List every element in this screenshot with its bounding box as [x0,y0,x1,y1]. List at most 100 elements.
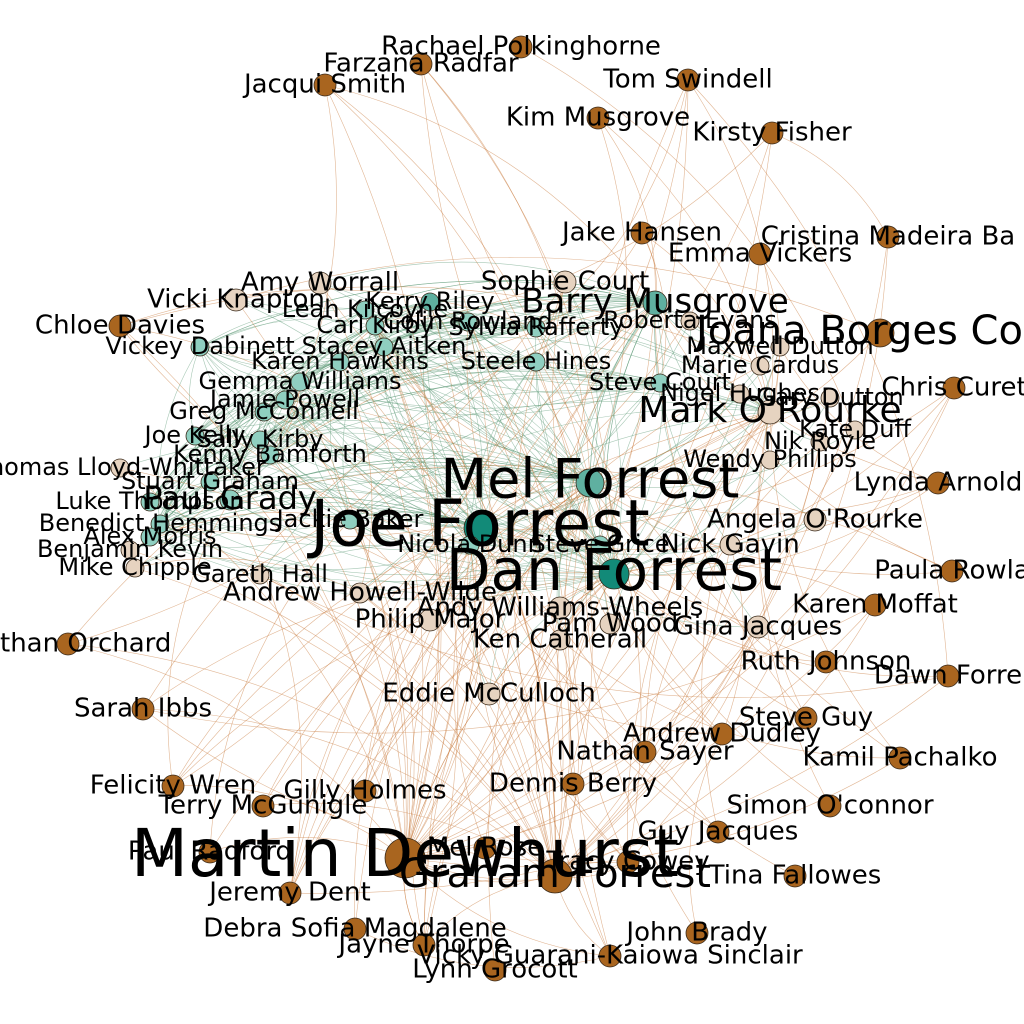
edge-271 [284,399,615,575]
edge-394 [364,573,615,792]
edge-429 [423,482,591,946]
edge-330 [129,506,481,551]
node-luke-thompson [140,492,160,512]
node-label-joe-kelly: Joe Kelly [142,421,245,449]
node-label-greg-mcconnell: Greg McConnell [169,397,358,425]
node-ruth-johnson [814,650,838,674]
edge-76 [199,346,385,364]
node-label-philip-major: Philip Major [355,605,506,635]
node-label-gina-jacques: Gina Jacques [674,612,842,642]
node-label-kamil-pachalko: Kamil Pachalko [803,743,998,773]
edge-464 [374,325,459,946]
edge-191 [420,63,591,484]
edge-212 [319,282,424,859]
edge-21 [259,302,656,441]
node-label-dennis-berry: Dennis Berry [489,769,657,799]
edge-255 [654,302,781,348]
edge-239 [535,327,615,575]
edge-475 [535,327,642,863]
edge-463 [289,675,949,894]
node-label-chloe-davies: Chloe Davies [35,311,205,341]
node-kerry-riley [420,292,440,312]
node-benjamin-kevin [120,540,140,560]
edge-437 [404,857,611,957]
node-debra-sofia-magdalene [343,917,367,941]
node-mel-rose [473,836,497,860]
node-label-andy-williams-wheels: Andy Williams-Wheels [417,593,704,623]
node-sally-kirby [250,430,270,450]
edge-492 [374,315,469,327]
edge-479 [535,79,689,329]
edge-360 [404,607,561,859]
edge-232 [364,309,556,877]
node-gilly-holmes [353,779,377,803]
node-tina-fallowes [783,864,807,888]
edge-346 [654,302,953,572]
edge-156 [149,454,271,503]
edge-34 [194,309,366,437]
node-thomas-lloyd-whittaker [110,458,130,478]
edge-485 [67,281,566,645]
edge-256 [554,346,781,877]
edge-285 [194,435,481,529]
node-ken-catherall [549,629,571,651]
edge-476 [119,286,761,367]
node-layer [56,35,966,982]
edge-56 [269,325,376,456]
edge-375 [142,302,656,710]
edge-389 [172,573,615,787]
node-label-mark-o-rourke: Mark O'Rourke [638,390,901,431]
node-label-paula-rowla: Paula Rowla [874,556,1024,586]
node-andrew-dudley [710,722,734,746]
edge-352 [359,592,556,877]
edge-17 [535,302,656,363]
edge-29 [364,309,537,337]
node-martin-dewhurst [384,837,426,879]
edge-251 [383,346,556,877]
node-label-mike-chipple: Mike Chipple [58,553,211,581]
edge-456 [359,281,566,594]
edge-65 [339,322,537,363]
node-label-stuart-graham: Stuart Graham [121,467,299,495]
edge-299 [119,467,406,859]
node-simon-o-connor [818,794,842,818]
edge-173 [149,501,351,531]
edge-480 [565,79,689,957]
edge-377 [488,482,591,695]
edge-401 [757,411,831,807]
edge-472 [721,544,744,735]
node-steele-hines [526,352,546,372]
node-label-maxwell-dutton: Maxwell Dutton [686,332,873,360]
node-lynn-grocott [483,958,507,982]
node-nicola-dunn [460,535,480,555]
node-colin-rowland [458,312,478,332]
edge-323 [149,502,481,538]
node-label-mel-rose: Mel Rose [427,833,543,863]
edge-146 [194,435,601,548]
node-label-nick-gavin: Nick Gavin [660,530,799,560]
node-label-leah-kilcoyne: Leah Kilcoyne [282,295,448,323]
node-label-steve-court: Steve Court [589,368,731,396]
node-label-nik-royle: Nik Royle [764,427,876,455]
edge-386 [644,411,771,753]
edge-496 [324,84,611,625]
node-label-nigel-hughes: Nigel Hughes [660,379,820,407]
node-kirsty-fisher [760,121,784,145]
edge-24 [229,302,656,501]
edge-84 [199,346,591,484]
node-sylvia-rafferty [526,318,546,338]
node-label-jayne-thorpe: Jayne Thorpe [336,930,509,960]
node-felicity-wren [161,774,185,798]
edge-184 [149,536,601,582]
edge-388 [172,527,481,787]
edge-182 [149,519,351,548]
node-vicky-guarani-kaiowa-sinclair [598,944,622,968]
edge-230 [364,280,656,311]
edge-332 [129,549,556,877]
node-kamil-pachalko [888,746,912,770]
node-barry-musgrove [642,290,668,316]
edge-435 [556,482,611,957]
node-label-rachael-polkinghorne: Rachael Polkinghorne [381,32,661,62]
node-label-kirsty-fisher: Kirsty Fisher [692,118,852,148]
